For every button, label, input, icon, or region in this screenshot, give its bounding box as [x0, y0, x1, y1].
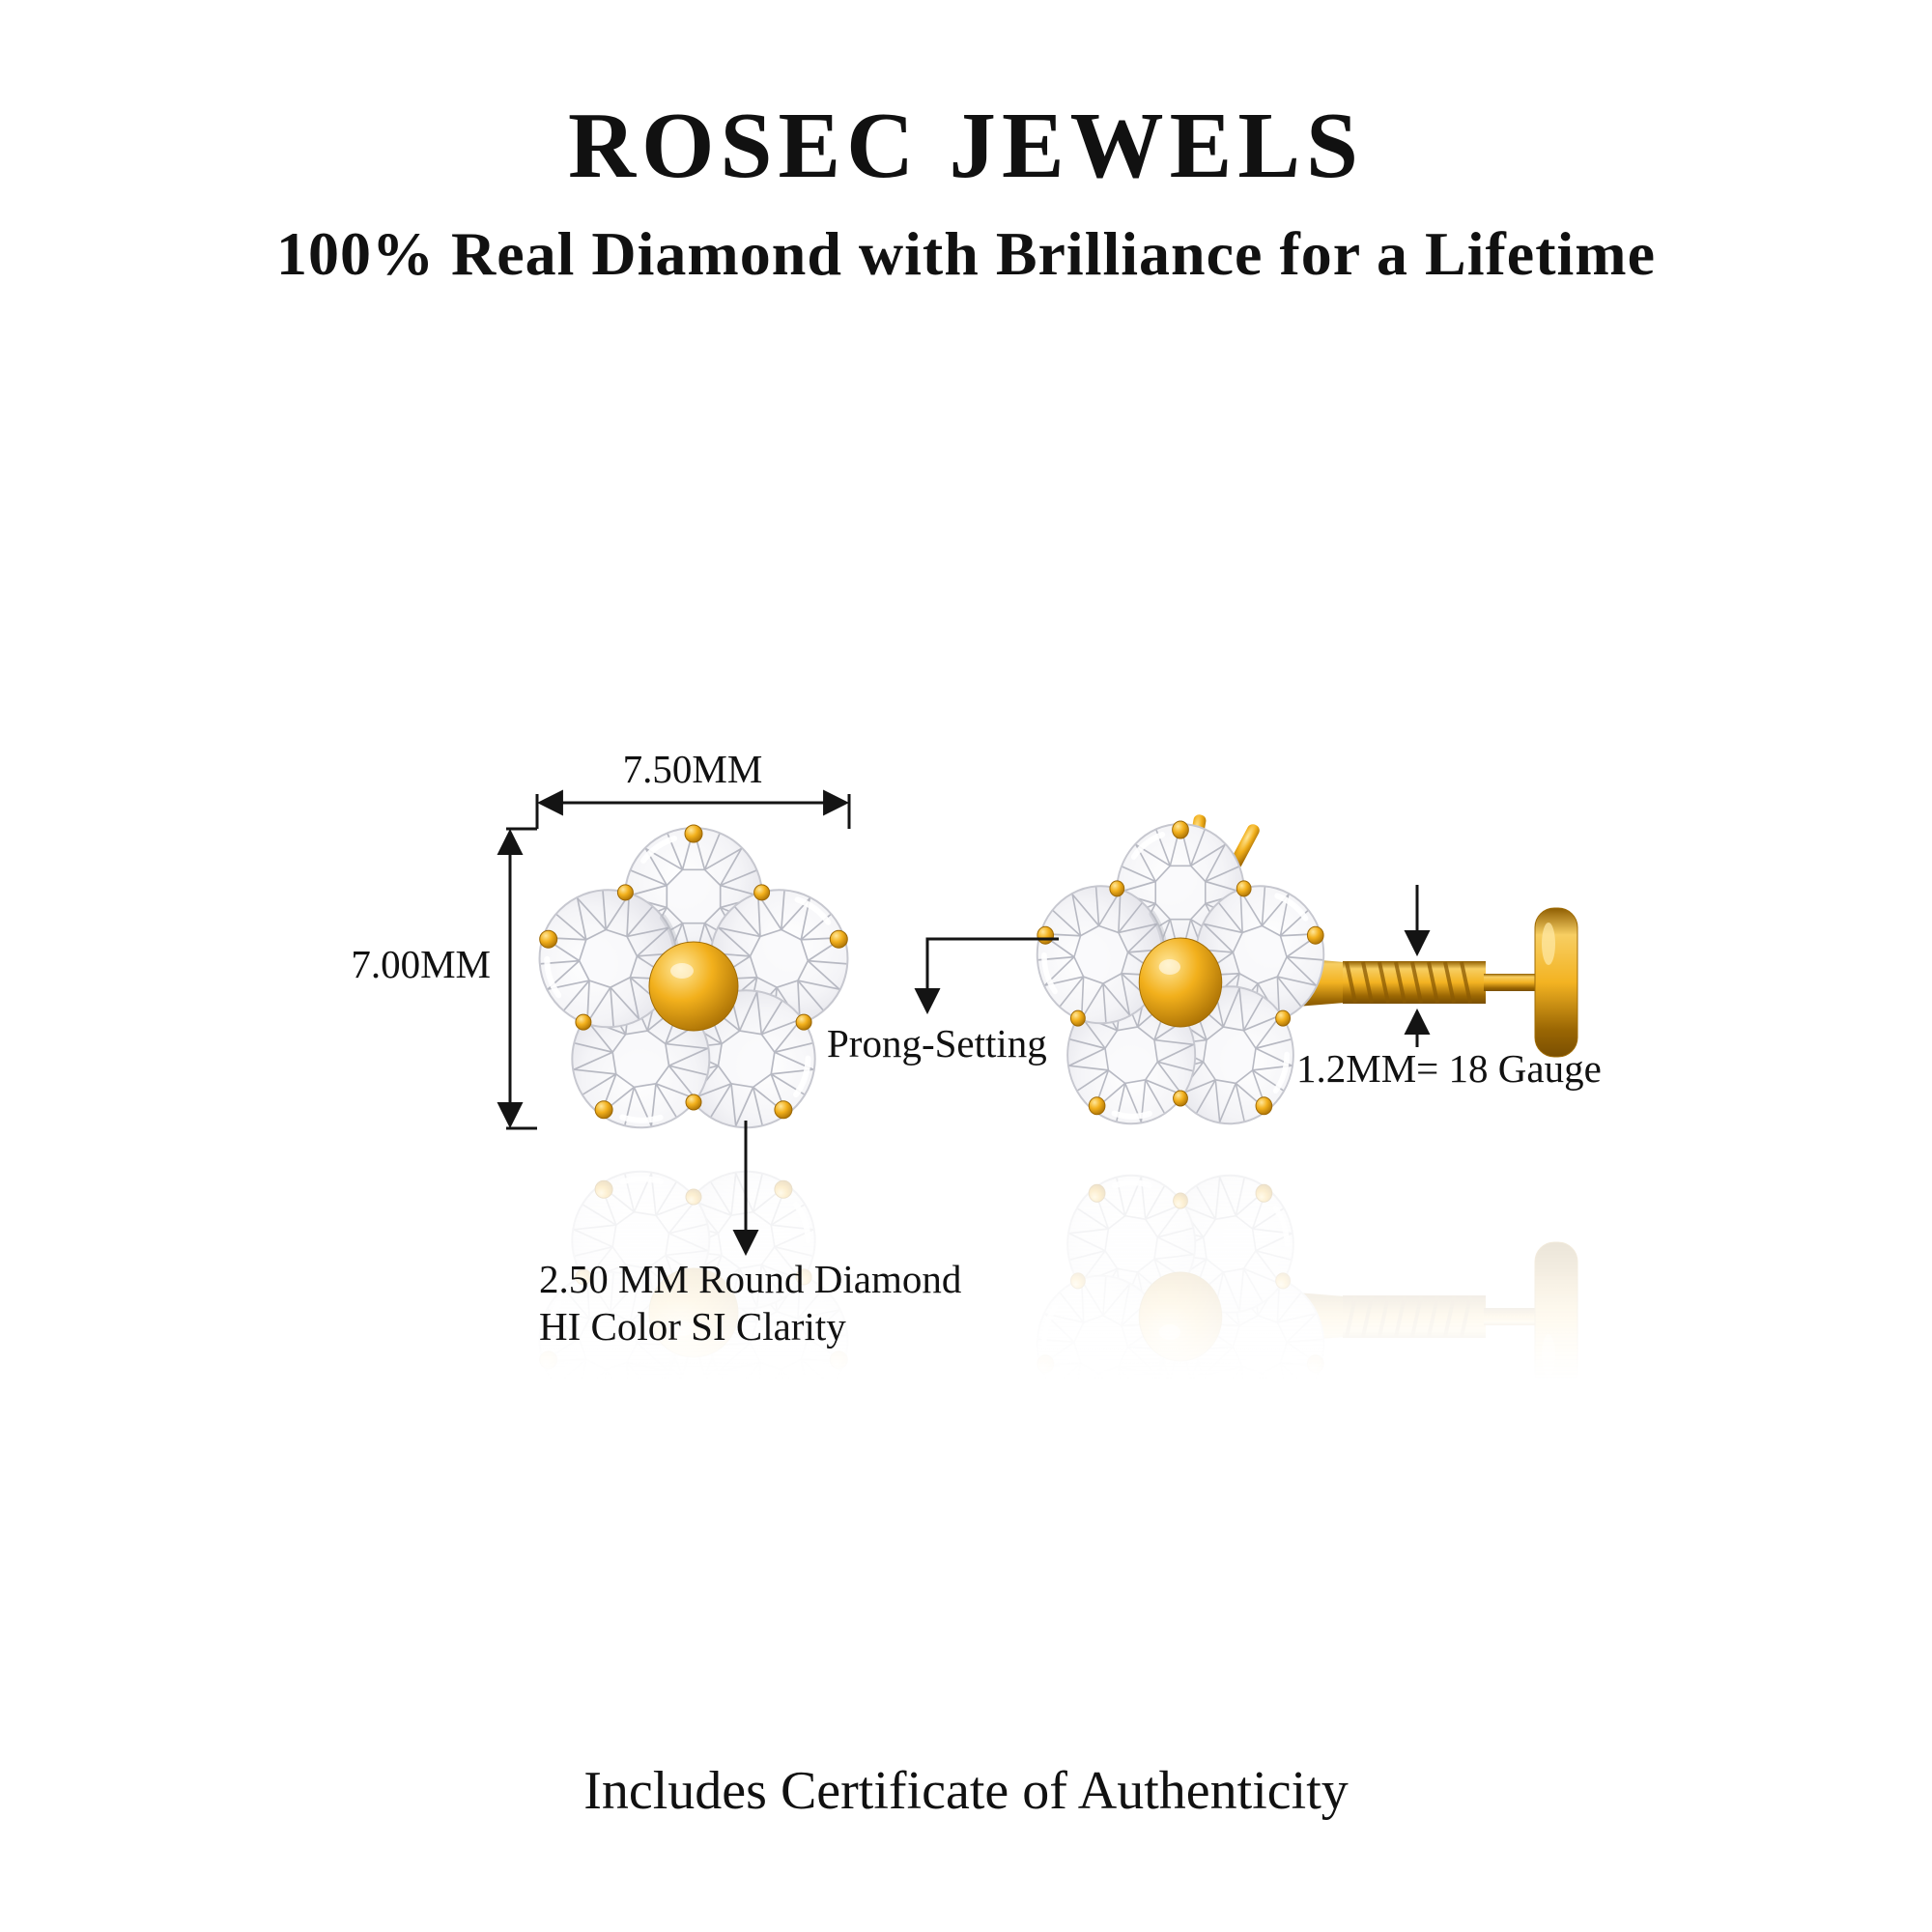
- certificate-note: Includes Certificate of Authenticity: [583, 1761, 1349, 1821]
- height-dimension-label: 7.00MM: [351, 942, 491, 986]
- prong-setting-leader-line: [914, 937, 1059, 1015]
- tagline: 100% Real Diamond with Brilliance for a …: [276, 219, 1656, 288]
- brand-title: ROSEC JEWELS: [568, 94, 1364, 197]
- annotation-lines: [497, 789, 1431, 1257]
- width-dimension-line: [535, 789, 851, 829]
- gauge-label: 1.2MM= 18 Gauge: [1296, 1046, 1602, 1091]
- diamond-spec-label: 2.50 MM Round Diamond HI Color SI Clarit…: [539, 1256, 1041, 1350]
- width-dimension-label: 7.50MM: [622, 747, 763, 791]
- diamond-spec-line1: 2.50 MM Round Diamond: [539, 1257, 962, 1301]
- side-view-earring: [1021, 813, 1577, 1151]
- diamond-spec-line2: HI Color SI Clarity: [539, 1304, 846, 1350]
- front-view-earring: [522, 825, 866, 1154]
- height-dimension-line: [497, 827, 537, 1130]
- prong-setting-label: Prong-Setting: [827, 1021, 1047, 1065]
